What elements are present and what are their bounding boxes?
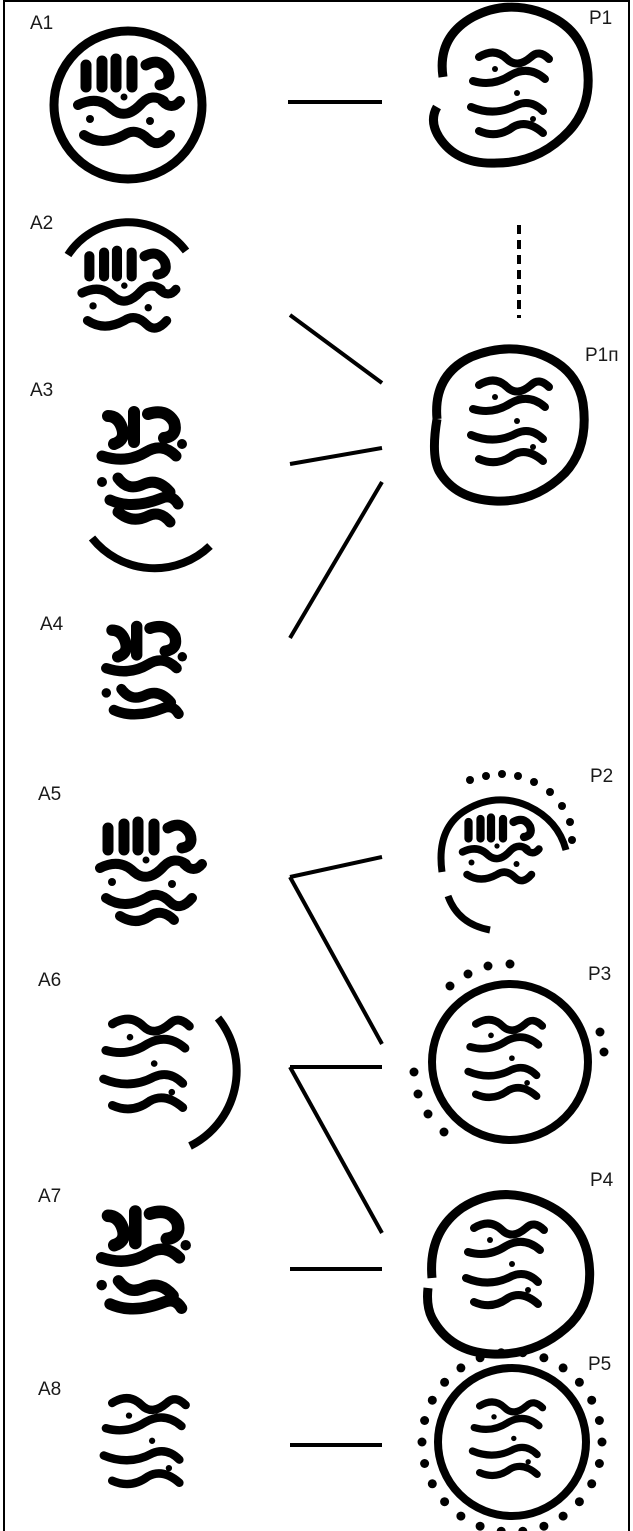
stamp-a2-arc: [64, 218, 190, 258]
stamp-a5: A5: [38, 784, 202, 926]
stamp-p5-bead: [539, 1353, 549, 1363]
stamp-p5-bead: [496, 1526, 506, 1531]
stamp-p5-bead: [594, 1416, 604, 1425]
stamp-a8: A8: [38, 1379, 186, 1484]
link-a5-p2: [289, 855, 383, 879]
stamp-p3: P3: [409, 959, 611, 1144]
stamp-a1: A1: [30, 13, 207, 184]
stamp-p5-dots: [417, 1348, 607, 1531]
stamp-p2-label: P2: [590, 766, 613, 787]
link-a2-p1p: [288, 313, 384, 385]
stamp-p4-label: P4: [590, 1170, 614, 1191]
stamp-p5-bead: [456, 1511, 466, 1521]
stamp-p1p: P1п: [429, 344, 619, 506]
stamp-p5-label: P5: [588, 1354, 611, 1375]
link-a4-p1p: [288, 480, 384, 640]
stamp-a2: A2: [30, 213, 190, 328]
stamp-p5-bead: [440, 1497, 450, 1507]
stamp-p5-bead: [587, 1395, 597, 1405]
stamp-p1p-border: [429, 344, 589, 506]
stamp-a7-label: A7: [38, 1186, 61, 1207]
stamp-p3-dots: [409, 959, 609, 1137]
stamp-p2: P2: [437, 766, 613, 934]
stamp-a6-arc: [188, 1015, 241, 1150]
stamp-a3-arc: [88, 535, 213, 573]
stamp-p5-bead: [496, 1348, 506, 1358]
stamp-p5-bead: [417, 1437, 427, 1447]
stamp-p5-bead: [594, 1459, 604, 1468]
stamp-p3-border: [428, 980, 592, 1144]
stamp-a2-label: A2: [30, 213, 53, 234]
stamp-p5-bead: [587, 1479, 597, 1489]
stamp-p2-dots: [466, 770, 576, 844]
stamp-p5-bead: [456, 1363, 466, 1373]
stamp-p5-bead: [518, 1348, 528, 1358]
stamp-p5-bead: [574, 1497, 584, 1507]
stamp-p5-bead: [558, 1511, 568, 1521]
stamp-p5: P5: [417, 1348, 611, 1531]
stamp-p5-bead: [539, 1521, 549, 1531]
stamp-p5-bead: [597, 1437, 607, 1447]
stamp-p1: P1: [429, 2, 612, 168]
stamp-p4-border: [423, 1190, 595, 1359]
stamp-a3: A3: [30, 380, 213, 573]
stamp-p5-bead: [518, 1526, 528, 1531]
link-a3-p1p: [289, 446, 383, 466]
stamp-a1-label: A1: [30, 13, 53, 34]
stamp-p5-bead: [427, 1395, 437, 1405]
stamp-p5-bead: [420, 1459, 430, 1468]
stamp-p1-label: P1: [589, 8, 612, 29]
stamp-a4: A4: [40, 614, 187, 714]
stamp-a7: A7: [38, 1186, 191, 1309]
stamp-p1p-label: P1п: [585, 345, 619, 366]
stamp-p1-border: [429, 2, 593, 168]
stamp-p3-label: P3: [588, 964, 611, 985]
link-lines: [288, 100, 521, 1447]
link-a6-p4: [288, 1066, 384, 1234]
stamp-p5-bead: [475, 1353, 485, 1363]
stamp-p5-bead: [440, 1377, 450, 1387]
stamp-p5-bead: [574, 1377, 584, 1387]
stamp-p4: P4: [423, 1170, 614, 1359]
stamp-p5-bead: [427, 1479, 437, 1489]
stamp-p5-bead: [475, 1521, 485, 1531]
stamp-a5-label: A5: [38, 784, 61, 805]
stamp-p5-bead: [420, 1416, 430, 1425]
link-a5-p3: [288, 876, 384, 1045]
stamp-a3-label: A3: [30, 380, 53, 401]
stamp-a8-label: A8: [38, 1379, 61, 1400]
stamp-a6-label: A6: [38, 970, 61, 991]
stamp-p2-arc: [437, 796, 570, 934]
stamp-a6: A6: [38, 970, 241, 1150]
stamp-p5-border: [434, 1364, 590, 1520]
stamp-a4-label: A4: [40, 614, 64, 635]
stamp-p5-bead: [558, 1363, 568, 1373]
stamp-a1-border: [49, 26, 207, 184]
